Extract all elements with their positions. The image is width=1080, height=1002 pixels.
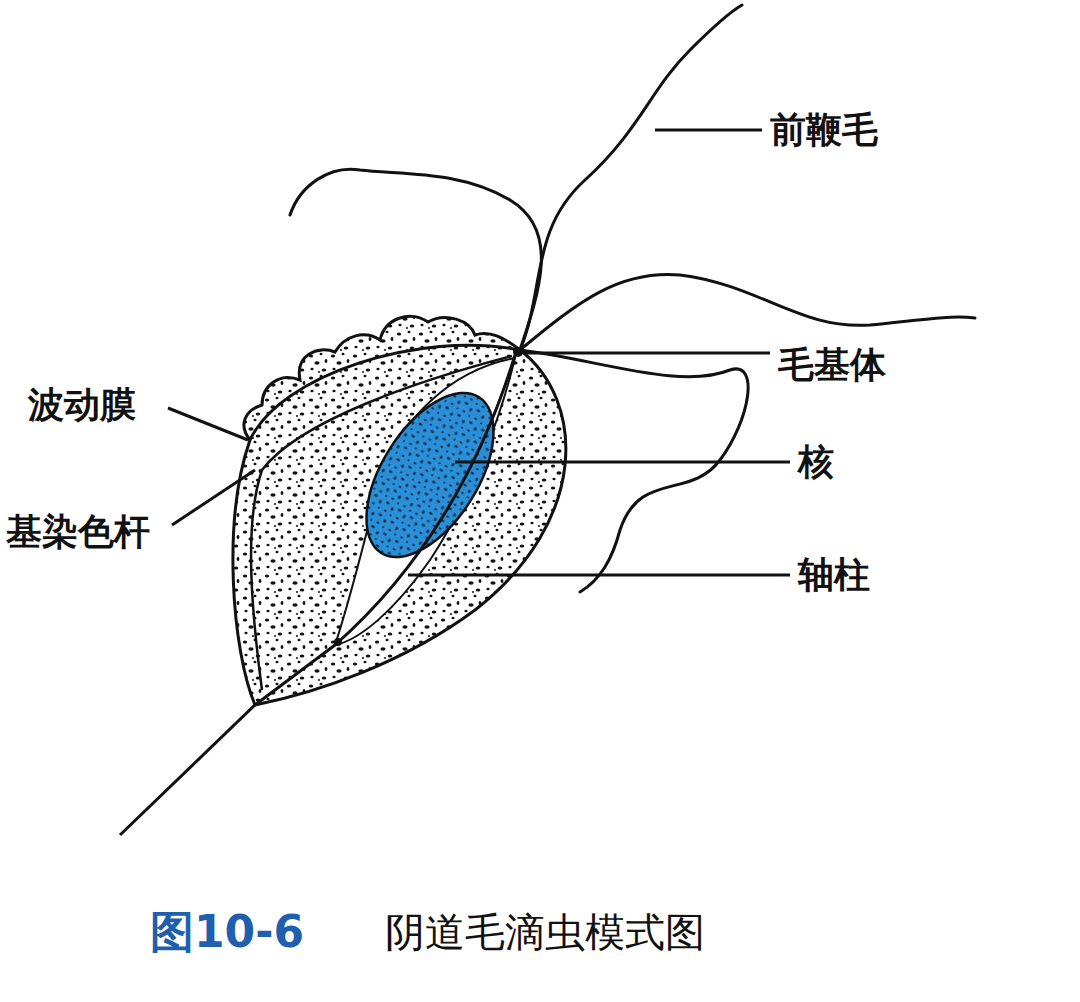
flagella [290, 5, 975, 592]
axostyle-line [120, 355, 515, 835]
part-label: 基染色杆 [6, 512, 150, 552]
part-label: 毛基体 [778, 345, 886, 385]
costa [251, 356, 512, 690]
cell-body [233, 345, 566, 705]
axostyle-end [334, 638, 342, 646]
leader-lines [168, 130, 790, 575]
part-label: 轴柱 [798, 555, 870, 595]
basal-body [513, 347, 523, 357]
part-label: 核 [798, 442, 834, 482]
figure-caption: 阴道毛滴虫模式图 [385, 910, 705, 954]
figure-number: 图10-6 [150, 908, 304, 956]
part-label: 前鞭毛 [770, 110, 878, 150]
part-label: 波动膜 [28, 385, 136, 425]
